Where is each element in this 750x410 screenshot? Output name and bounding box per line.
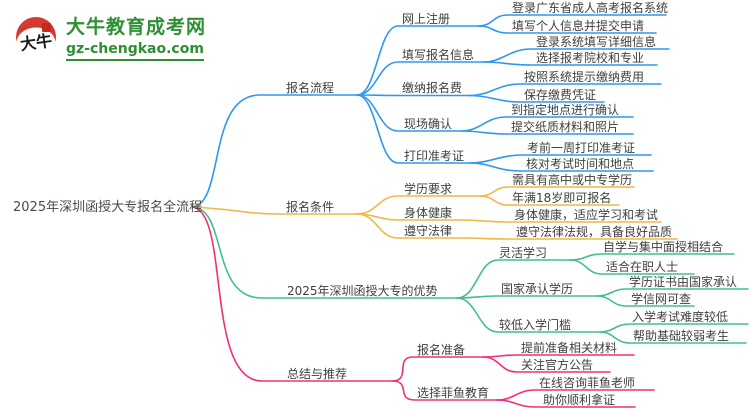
- leaf-get-diploma: 助你顺利拿证: [543, 393, 616, 407]
- leaf-helps-weak-students: 帮助基础较弱考生: [633, 329, 730, 343]
- leaf-login-system: 登录广东省成人高考报名系统: [512, 1, 669, 15]
- leaf-prepare-materials: 提前准备相关材料: [521, 341, 618, 355]
- edge-b0-t4-l1: [469, 162, 654, 172]
- leaf-easy-exam: 入学考试难度较低: [632, 310, 729, 324]
- leaf-state-recognized-diploma: 学历证书由国家承认: [629, 275, 738, 289]
- edge-b0-t3: [356, 94, 463, 132]
- edge-b2-t0: [456, 259, 571, 299]
- topic-education-requirement: 学历要求: [404, 182, 453, 196]
- edge-b1-t0: [356, 195, 481, 215]
- leaf-for-workers: 适合在职人士: [606, 260, 679, 274]
- edge-b0-t1: [356, 61, 485, 96]
- root-topic: 2025年深圳函授大专报名全流程: [13, 200, 203, 215]
- edge-b3-t0: [391, 356, 484, 382]
- leaf-submit-application: 填写个人信息并提交申请: [512, 19, 645, 33]
- edge-b3-t1: [391, 380, 498, 401]
- edge-b1-t2-l0: [459, 237, 678, 240]
- leaf-save-receipt: 保存缴费凭证: [524, 88, 597, 102]
- leaf-age-18: 年满18岁即可报名: [512, 191, 612, 205]
- topic-print-ticket: 打印准考证: [404, 149, 465, 163]
- edge-b1-t1-l0: [459, 219, 662, 223]
- edge-root-branch1: [192, 206, 358, 215]
- topic-online-registration: 网上注册: [402, 12, 451, 26]
- topic-law: 遵守法律: [404, 224, 453, 238]
- leaf-law-abiding: 遵守法律法规，具备良好品质: [516, 225, 673, 239]
- edge-b2-t1: [456, 295, 598, 299]
- edge-b0-t1-l1: [483, 61, 658, 66]
- branch-registration-process: 报名流程: [286, 81, 335, 95]
- topic-fill-info: 填写报名信息: [402, 48, 475, 62]
- svg-text:大牛: 大牛: [19, 31, 53, 54]
- leaf-healthy: 身体健康，适应学习和考试: [514, 208, 659, 222]
- topic-low-threshold: 较低入学门槛: [499, 318, 572, 332]
- edge-b0-t2: [356, 94, 471, 97]
- leaf-consult-feiyu: 在线咨询菲鱼老师: [539, 376, 636, 390]
- branch-advantages: 2025年深圳函授大专的优势: [287, 284, 438, 298]
- leaf-choose-school: 选择报考院校和专业: [536, 51, 645, 65]
- edge-b1-t0-l1: [479, 195, 620, 206]
- leaf-check-time-place: 核对考试时间和地点: [526, 157, 635, 171]
- edge-b3-t0-l1: [482, 356, 611, 373]
- edge-root-branch3: [192, 206, 393, 382]
- topic-preparation: 报名准备: [417, 343, 466, 357]
- topic-onsite-confirm: 现场确认: [404, 117, 453, 131]
- leaf-self-study-mix: 自学与集中面授相结合: [603, 240, 724, 254]
- edge-b0-t0-l1: [477, 25, 657, 34]
- edge-b3-t0-l0: [482, 354, 635, 358]
- leaf-highschool-diploma: 需具有高中或中专学历: [512, 173, 633, 187]
- edge-b0-t0: [356, 25, 479, 96]
- edge-b0-t2-l1: [469, 94, 605, 103]
- edge-root-branch2: [192, 206, 458, 299]
- branch-summary: 总结与推荐: [287, 367, 348, 381]
- topic-health: 身体健康: [404, 206, 453, 220]
- logo-title: 大牛教育成考网: [66, 15, 207, 38]
- leaf-fill-details: 登录系统填写详细信息: [536, 35, 657, 49]
- leaf-pay-as-prompted: 按照系统提示缴纳费用: [524, 70, 645, 84]
- edge-b1-t2: [356, 213, 461, 239]
- logo-domain-link[interactable]: gz-chengkao.com: [66, 40, 204, 61]
- branch-requirements: 报名条件: [286, 200, 335, 214]
- edge-b2-t2: [456, 297, 601, 333]
- leaf-xuexin-verifiable: 学信网可查: [631, 292, 692, 306]
- edge-b2-t0-l1: [569, 259, 695, 275]
- edge-b2-t1-l1: [596, 295, 695, 307]
- edge-b0-t4: [356, 94, 471, 164]
- site-logo[interactable]: 大牛 大牛教育成考网 gz-chengkao.com: [12, 14, 206, 62]
- leaf-submit-materials: 提交纸质材料和照片: [511, 120, 620, 134]
- leaf-print-week-before: 考前一周打印准考证: [527, 141, 636, 155]
- leaf-watch-announcements: 关注官方公告: [521, 358, 594, 372]
- edge-b0-t3-l1: [461, 130, 634, 135]
- edge-b2-t2-l1: [599, 331, 747, 344]
- topic-pay-fee: 缴纳报名费: [402, 81, 463, 95]
- topic-feiyu-education: 选择菲鱼教育: [417, 386, 490, 400]
- topic-state-recognized: 国家承认学历: [501, 282, 574, 296]
- leaf-confirm-at-site: 到指定地点进行确认: [511, 103, 620, 117]
- topic-flexible-study: 灵活学习: [499, 246, 548, 260]
- edge-root-branch0: [192, 94, 358, 208]
- danniu-bull-icon: 大牛: [16, 17, 56, 61]
- edge-b3-t1-l1: [496, 399, 636, 408]
